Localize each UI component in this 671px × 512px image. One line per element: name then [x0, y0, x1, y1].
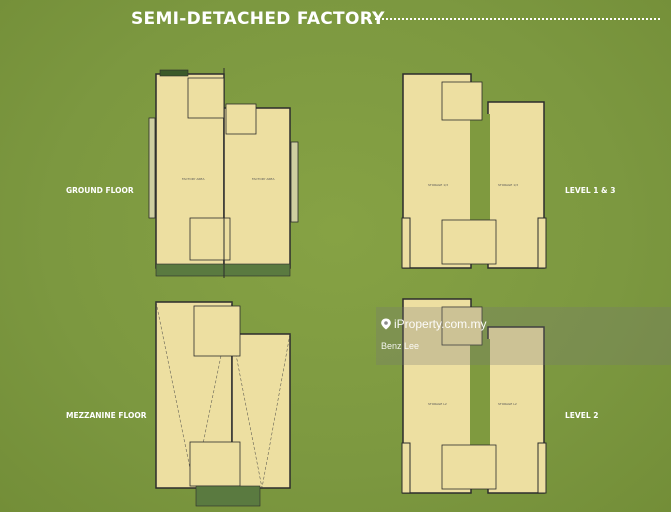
title-dotted-rule	[375, 18, 660, 20]
svg-text:STORAGE 1/3: STORAGE 1/3	[428, 183, 448, 187]
svg-text:FACTORY AREA: FACTORY AREA	[252, 177, 275, 181]
mezzanine-floor-plan	[155, 301, 291, 507]
level-1-3-plan: STORAGE 1/3 STORAGE 1/3	[401, 73, 547, 269]
svg-text:STORAGE 1/3: STORAGE 1/3	[498, 183, 518, 187]
level-1-3-label: LEVEL 1 & 3	[565, 186, 616, 195]
location-pin-icon	[381, 318, 391, 330]
ground-floor-plan: FACTORY AREA FACTORY AREA	[148, 68, 299, 278]
level-2-label: LEVEL 2	[565, 411, 599, 420]
svg-text:STORAGE L2: STORAGE L2	[498, 402, 517, 406]
watermark-author: Benz Lee	[381, 341, 420, 351]
ground-floor-label: GROUND FLOOR	[66, 186, 134, 195]
level-2-plan: STORAGE L2 STORAGE L2	[401, 298, 547, 494]
watermark-box	[376, 307, 671, 365]
svg-text:FACTORY AREA: FACTORY AREA	[182, 177, 205, 181]
page-title: SEMI-DETACHED FACTORY	[131, 9, 385, 29]
svg-text:STORAGE L2: STORAGE L2	[428, 402, 447, 406]
mezzanine-floor-label: MEZZANINE FLOOR	[66, 411, 147, 420]
watermark-brand: iProperty.com.my	[394, 317, 487, 331]
